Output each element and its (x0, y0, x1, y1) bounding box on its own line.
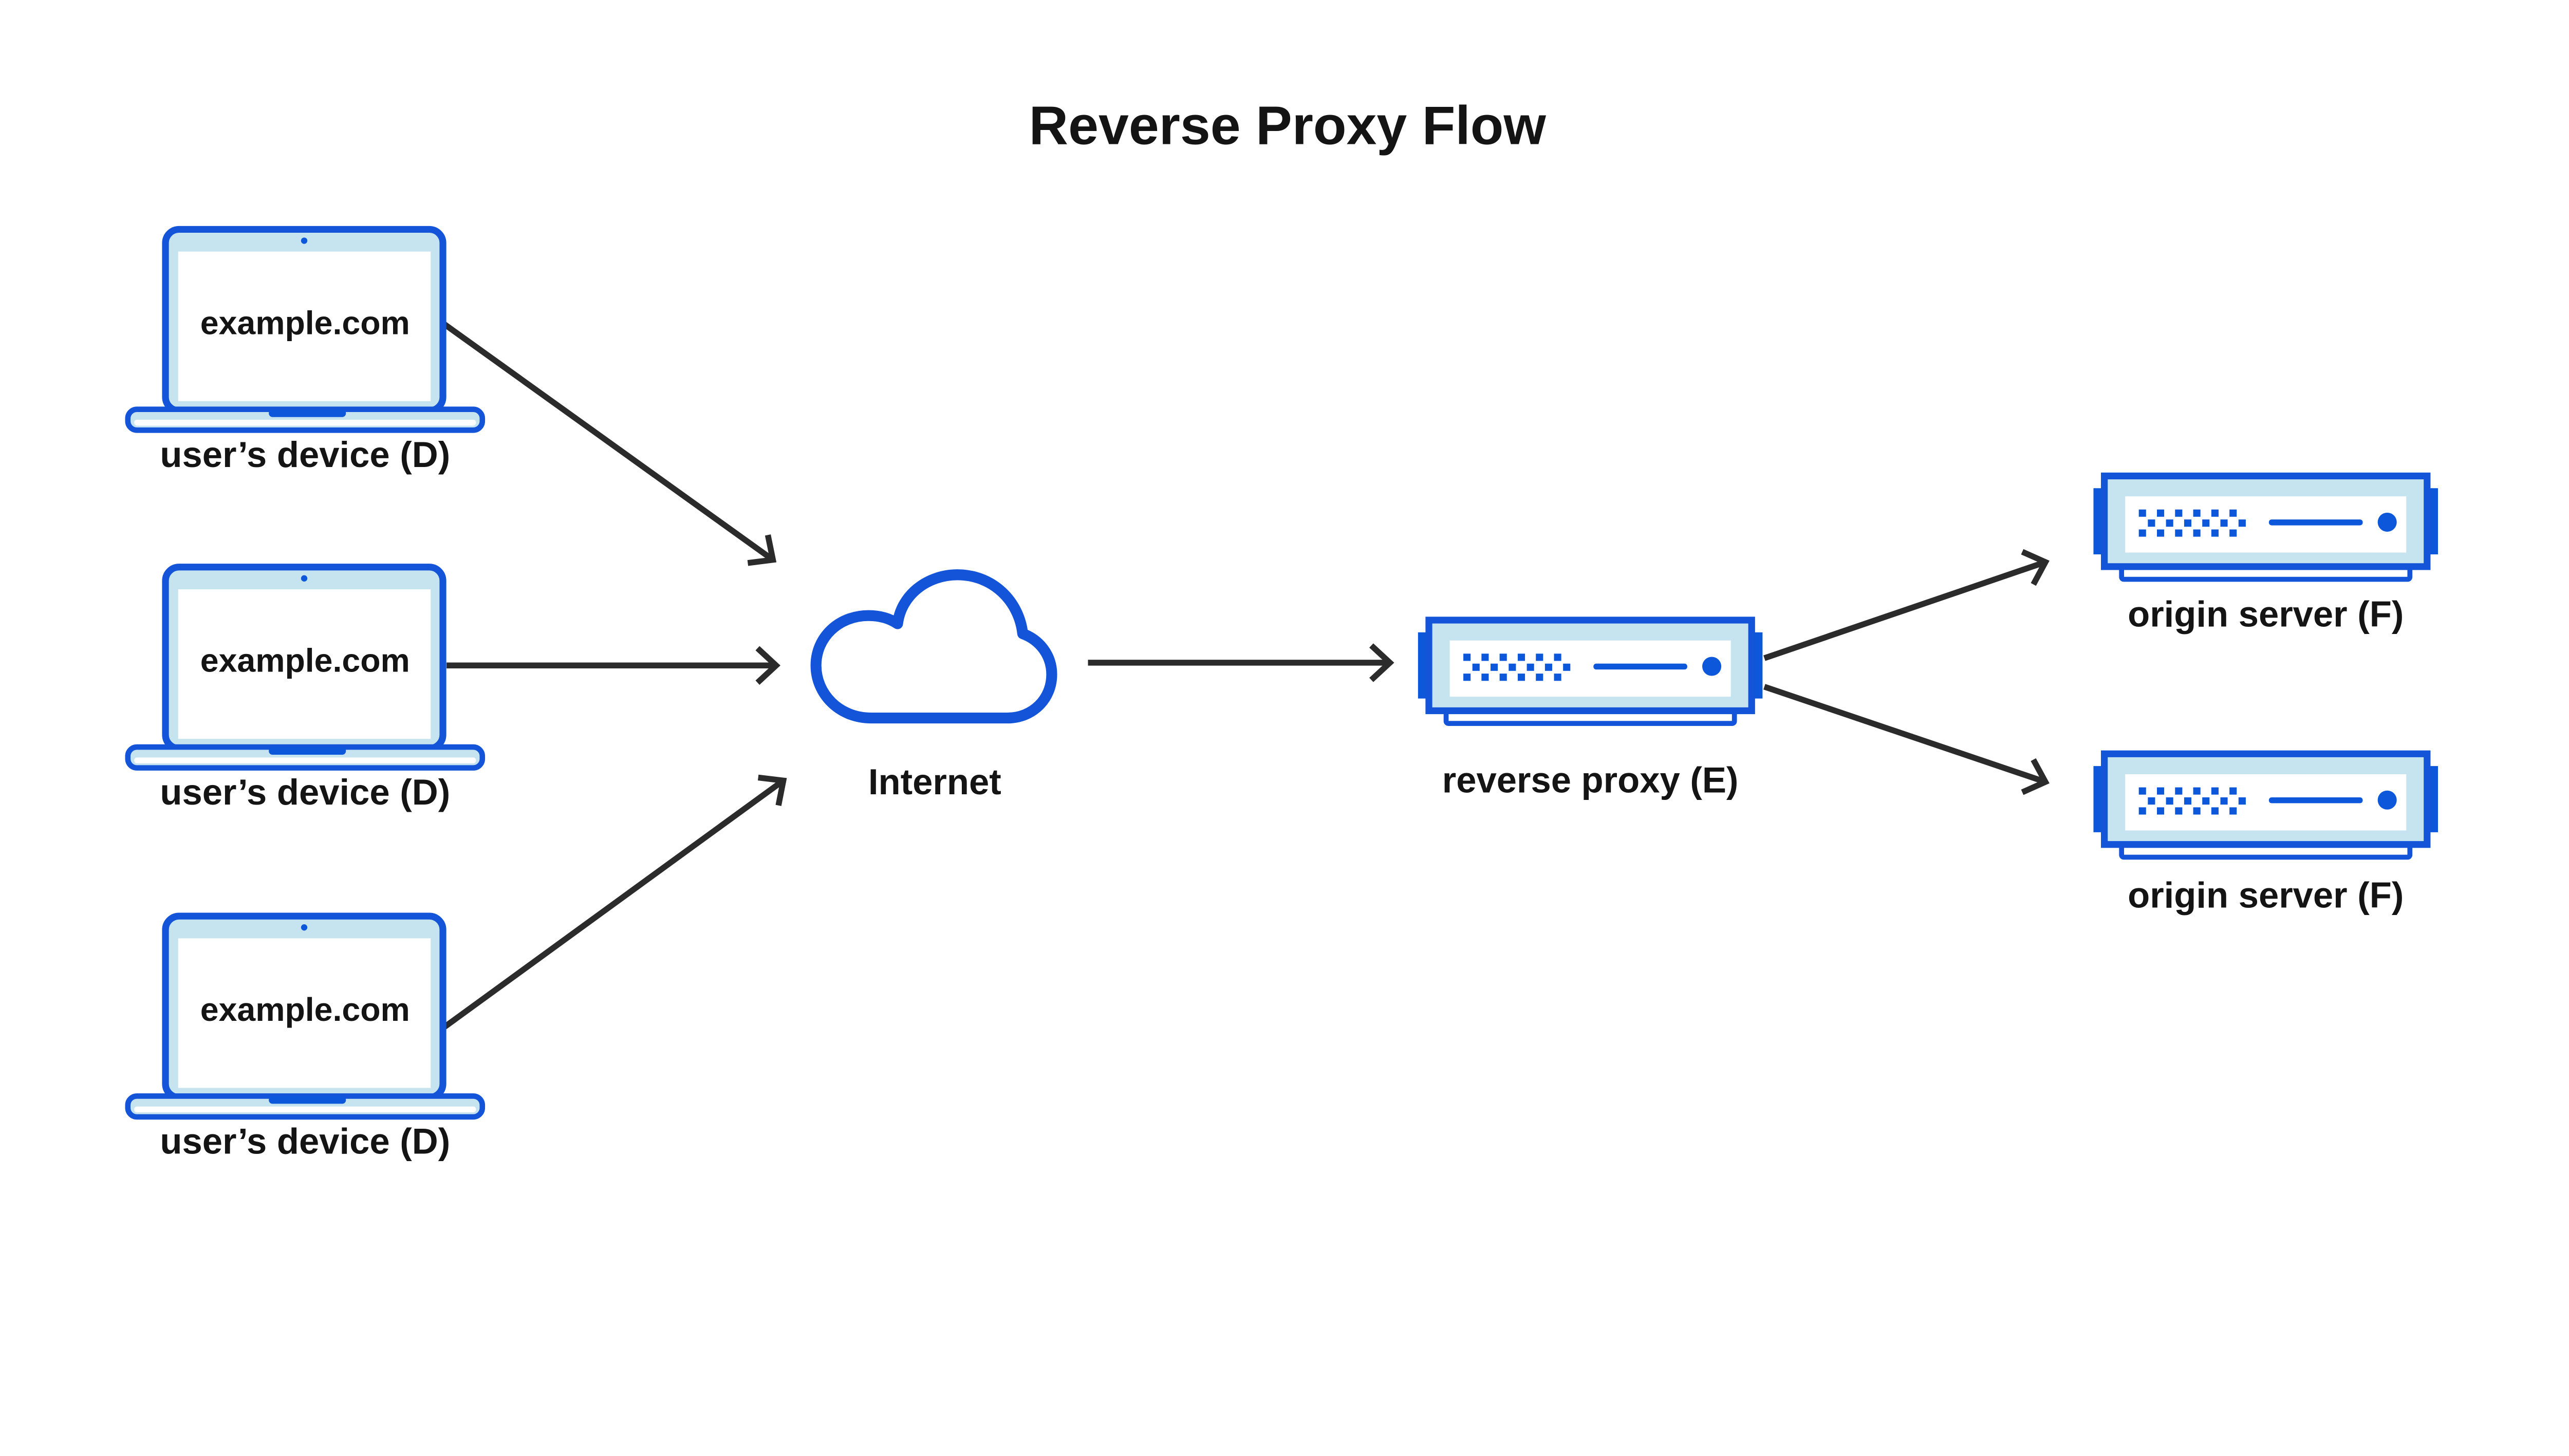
device2-screen-url: example.com (200, 642, 410, 679)
reverse-proxy-label: reverse proxy (E) (1442, 759, 1739, 800)
device2-label: user’s device (D) (160, 772, 450, 812)
reverse-proxy-flow-diagram: Reverse Proxy Flow example.com user’s de… (124, 95, 2442, 1162)
cloud-icon (810, 569, 1057, 724)
arrow-proxy-to-origin2 (1763, 684, 2050, 795)
origin-server2-label: origin server (F) (2128, 874, 2404, 915)
device1-label: user’s device (D) (160, 434, 450, 475)
device3-screen-url: example.com (200, 991, 410, 1028)
arrow-device1-to-internet (442, 322, 777, 566)
reverse-proxy-server-icon (1418, 620, 1763, 723)
arrow-device3-to-internet (442, 774, 787, 1030)
origin-server-icon-1 (2093, 476, 2438, 579)
device1-screen-url: example.com (200, 304, 410, 341)
page-title: Reverse Proxy Flow (1029, 96, 1547, 156)
arrow-proxy-to-origin1 (1763, 549, 2050, 661)
internet-label: Internet (868, 761, 1001, 802)
device3-label: user’s device (D) (160, 1121, 450, 1161)
origin-server-icon-2 (2093, 754, 2438, 857)
origin-server1-label: origin server (F) (2128, 593, 2404, 634)
